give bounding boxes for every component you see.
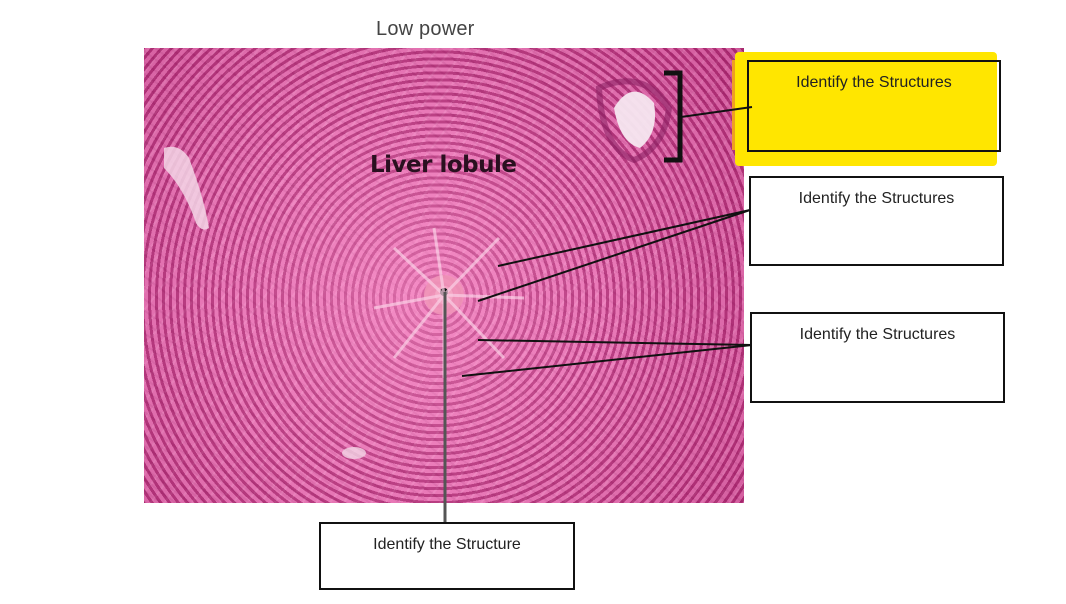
label-box-1[interactable]: Identify the Structures — [747, 60, 1001, 152]
liver-lobule-label: Liver lobule — [370, 152, 517, 178]
figure-title: Low power — [376, 18, 475, 40]
tissue-texture — [164, 78, 673, 459]
label-box-4-text: Identify the Structure — [373, 536, 521, 553]
label-box-2-text: Identify the Structures — [798, 190, 955, 207]
label-box-3[interactable]: Identify the Structures — [750, 312, 1005, 403]
leader-box3-a — [477, 339, 753, 346]
leader-box2-a — [497, 209, 751, 267]
label-box-2[interactable]: Identify the Structures — [749, 176, 1004, 266]
liver-micrograph: Liver lobule — [144, 48, 744, 503]
yellow-highlight — [735, 52, 997, 166]
label-box-1-text: Identify the Structures — [796, 74, 952, 91]
leader-box3-b — [461, 344, 753, 377]
label-box-3-text: Identify the Structures — [799, 326, 956, 343]
portal-vessel — [614, 91, 656, 148]
leader-box2-b — [477, 209, 751, 302]
bracket — [664, 70, 683, 163]
bracket-leader — [680, 106, 753, 118]
label-box-4[interactable]: Identify the Structure — [319, 522, 575, 590]
